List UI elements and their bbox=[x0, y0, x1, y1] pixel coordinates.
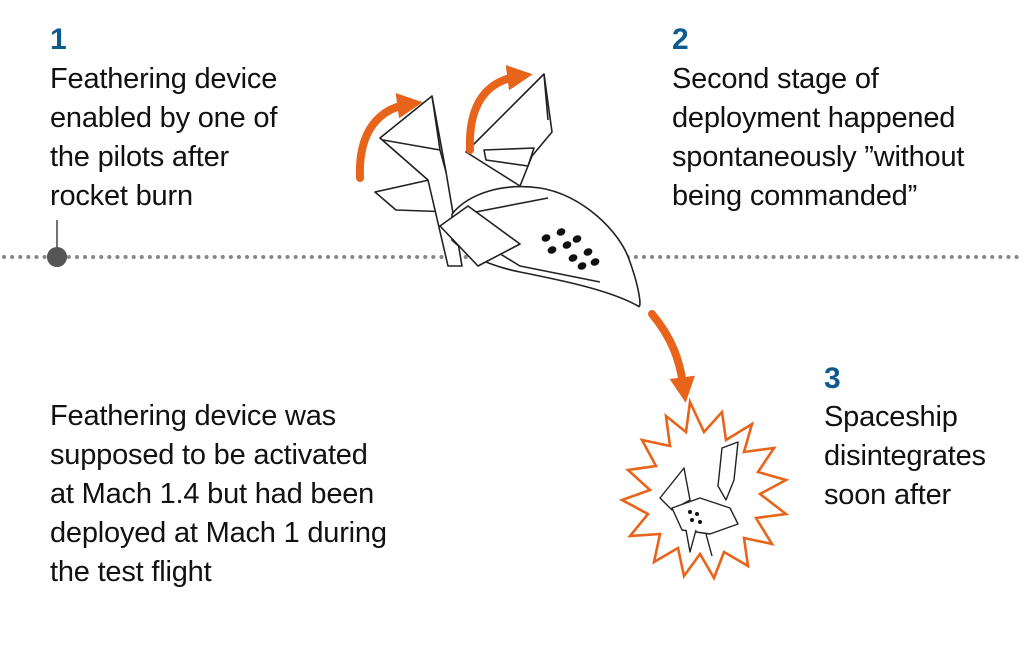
step-1-number: 1 bbox=[50, 23, 67, 56]
mach-note-line: Feathering device was bbox=[50, 400, 336, 432]
step-1-line: Feathering device bbox=[50, 63, 278, 95]
spaceship-windows bbox=[541, 228, 600, 270]
spaceship-feathered-icon bbox=[374, 73, 641, 308]
step-2-number: 2 bbox=[672, 23, 689, 56]
step-2-line: spontaneously ”without bbox=[672, 141, 965, 173]
step-2-description: Second stage of deployment happened spon… bbox=[672, 60, 964, 216]
step-1-description: Feathering device enabled by one of the … bbox=[50, 60, 277, 216]
step-1-line: enabled by one of bbox=[50, 102, 278, 134]
mach-note-line: at Mach 1.4 but had been bbox=[50, 478, 375, 510]
step-3-line: Spaceship bbox=[824, 401, 958, 433]
rotation-arrow-icon bbox=[465, 65, 533, 154]
explosion-burst-icon bbox=[618, 397, 790, 581]
mach-note-line: supposed to be activated bbox=[50, 439, 368, 471]
step-2-line: Second stage of bbox=[672, 63, 879, 95]
mach-note-line: the test flight bbox=[50, 556, 212, 588]
step-3-line: disintegrates bbox=[824, 440, 986, 472]
step-1-line: the pilots after bbox=[50, 141, 229, 173]
step-3-description: Spaceship disintegrates soon after bbox=[824, 398, 986, 515]
step-1-line: rocket burn bbox=[50, 180, 193, 212]
step-3-number: 3 bbox=[824, 362, 841, 395]
mach-note-line: deployed at Mach 1 during bbox=[50, 517, 387, 549]
step-2-line: deployment happened bbox=[672, 102, 956, 134]
mach-note: Feathering device was supposed to be act… bbox=[50, 397, 387, 592]
falling-arrow-icon bbox=[648, 310, 695, 403]
broken-spaceship-windows bbox=[688, 510, 702, 524]
step-3-line: soon after bbox=[824, 479, 951, 511]
rotation-arrow-icon bbox=[355, 93, 423, 182]
marker-pin-dot bbox=[47, 247, 67, 267]
broken-spaceship-icon bbox=[659, 441, 739, 557]
step-2-line: being commanded” bbox=[672, 180, 918, 212]
